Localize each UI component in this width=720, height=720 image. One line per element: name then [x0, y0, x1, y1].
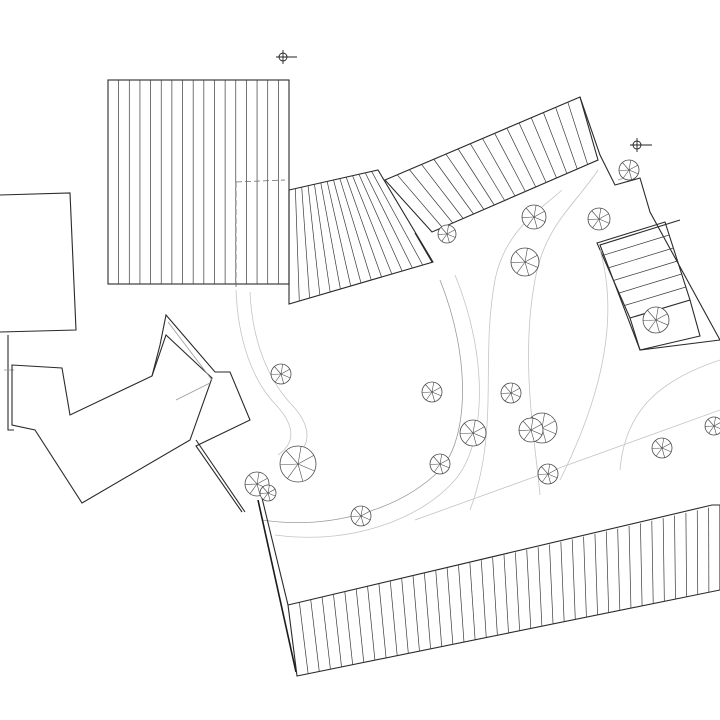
roof-hatch-line — [326, 181, 352, 287]
roof-hatch-line — [503, 554, 509, 634]
roof-hatch-line — [640, 523, 643, 606]
roof-hatch-line — [367, 586, 376, 661]
roof-hatch-line — [345, 177, 382, 278]
roof-hatch-line — [494, 133, 526, 192]
roof-hatch-line — [567, 102, 588, 165]
roof-hatch-line — [446, 568, 454, 645]
roof-hatch-line — [358, 174, 403, 272]
roof-hatch-line — [506, 127, 537, 188]
roof-hatch-line — [378, 583, 387, 658]
roof-hatch-line — [602, 234, 670, 256]
tree-symbol-icon — [421, 381, 443, 403]
roof-hatch-line — [594, 533, 598, 615]
tree-group — [244, 159, 720, 527]
roof-hatch-line — [674, 515, 676, 600]
roof-hatch-line — [421, 164, 464, 219]
curved-path-right — [414, 249, 720, 521]
roof-hatch-line — [445, 153, 485, 210]
building-left — [0, 192, 77, 431]
roof-hatch-line — [333, 179, 362, 284]
roof-hatch-line — [605, 531, 610, 613]
roof-hatch-line — [571, 539, 576, 620]
roof-hatch-line — [424, 573, 431, 649]
tree-symbol-icon — [510, 247, 540, 277]
roof-hatch-line — [299, 602, 309, 674]
building-angled-left — [11, 313, 251, 513]
tree-symbol-icon — [279, 445, 317, 483]
roof-hatch-line — [628, 526, 632, 609]
roof-top-left — [107, 79, 290, 290]
tree-symbol-icon — [350, 505, 372, 527]
roof-hatch-line — [457, 148, 495, 206]
roof-hatch-line — [409, 169, 454, 224]
roof-hatch-line — [389, 581, 398, 656]
tree-symbol-icon — [704, 416, 720, 436]
roof-hatch-line — [401, 578, 409, 654]
roof-hatch-line — [321, 597, 331, 670]
roof-hatch-line — [352, 175, 393, 275]
roof-hatch-line — [515, 552, 520, 631]
roof-hatch-line — [355, 589, 365, 663]
roof-hatch-line — [662, 518, 665, 602]
roof-hatch-line — [624, 286, 686, 306]
tree-symbol-icon — [618, 159, 640, 181]
roof-hatch-line — [469, 562, 476, 640]
roof-upper-right — [384, 96, 599, 233]
roof-hatch-line — [555, 107, 578, 170]
roof-bottom — [287, 504, 720, 677]
roof-hatch-line — [364, 172, 413, 269]
roof-hatch-line — [301, 187, 310, 299]
tree-symbol-icon — [651, 437, 673, 459]
roof-hatch-line — [310, 599, 320, 672]
roof-hatch-line — [333, 594, 342, 667]
roof-upper-middle — [288, 169, 434, 305]
roof-hatch-line — [412, 576, 420, 652]
roof-hatch-line — [371, 171, 424, 266]
tree-symbol-icon — [518, 417, 544, 443]
roof-hatch-line — [617, 528, 621, 611]
tree-symbol-icon — [642, 306, 670, 334]
tree-symbol-icon — [429, 453, 451, 475]
roof-hatch-line — [607, 247, 674, 269]
roof-hatch-line — [549, 544, 554, 624]
roof-hatch-line — [433, 159, 474, 215]
marker-top-right — [630, 138, 652, 152]
tree-symbol-icon — [537, 463, 559, 485]
tree-symbol-icon — [270, 363, 292, 385]
tree-symbol-icon — [259, 484, 277, 502]
roof-hatch-line — [314, 184, 331, 293]
roof-hatch-line — [526, 549, 532, 629]
marker-top-center — [276, 50, 297, 64]
tree-symbol-icon — [437, 224, 457, 244]
tree-symbol-icon — [521, 204, 547, 230]
roof-hatch-line — [560, 541, 565, 622]
tree-symbol-icon — [459, 419, 487, 447]
roof-hatch-line — [492, 557, 498, 636]
roof-hatch-line — [583, 536, 587, 618]
courtyard-edge — [257, 232, 433, 673]
roof-hatch-line — [543, 112, 568, 174]
roof-hatch-line — [482, 138, 516, 197]
roof-hatch-line — [295, 188, 300, 302]
roof-hatch-line — [307, 185, 321, 296]
roof-hatch-line — [470, 143, 505, 201]
roof-hatch-line — [685, 512, 687, 597]
roof-hatch-line — [613, 260, 678, 281]
roof-hatch-line — [344, 591, 354, 665]
roof-hatch-line — [480, 560, 487, 638]
roof-hatch-line — [618, 273, 682, 294]
roof-hatch-line — [320, 182, 341, 290]
roof-hatch-line — [339, 178, 372, 281]
roof-hatch-line — [537, 547, 543, 627]
tree-symbol-icon — [500, 382, 522, 404]
roof-hatch-line — [530, 117, 557, 179]
roof-hatch-line — [396, 174, 443, 228]
roof-hatch-line — [518, 122, 547, 183]
tree-symbol-icon — [587, 207, 611, 231]
roof-hatch-line — [458, 565, 465, 643]
roof-hatch-line — [435, 570, 443, 647]
roof-hatch-line — [651, 520, 654, 604]
